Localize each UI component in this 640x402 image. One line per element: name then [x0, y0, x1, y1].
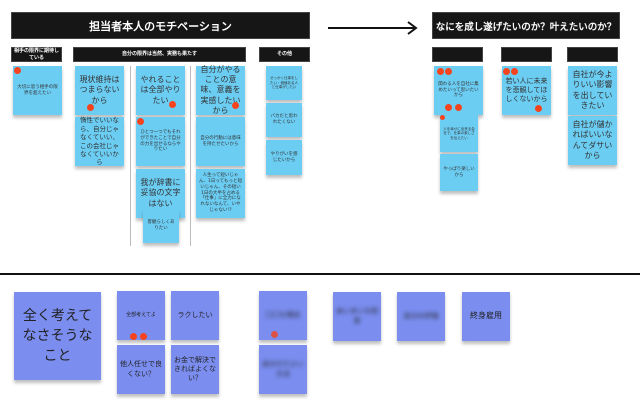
column-header: 自分の限界は当然、実務も果たす: [73, 47, 246, 62]
vote-dot: [440, 115, 445, 120]
sticky-note[interactable]: 現状維持はつまらないから: [75, 66, 124, 115]
note-text: 自分だけよい方法: [262, 360, 304, 378]
sticky-note[interactable]: せっかく仕事をしたい・価値ある人と仕事がしたい: [266, 66, 302, 100]
sticky-note[interactable]: 自社が儲かればいいなんてダサいから: [568, 116, 617, 165]
sticky-note[interactable]: やりがいを感じたいから: [266, 140, 302, 175]
sticky-note[interactable]: 人生って短いじゃん、1日ってもっと短いじゃん、その短い1日の大半を占める「仕事」…: [196, 169, 245, 218]
note-text: 〇〇な場合: [265, 310, 301, 319]
vote-dot: [232, 102, 239, 109]
vote-dot: [169, 101, 176, 108]
sticky-note-blurred[interactable]: 〇〇な場合: [259, 291, 307, 340]
sticky-note[interactable]: 惰性でいいなら、自分じゃなくていい、この会社じゃなくていいから: [75, 116, 124, 166]
vote-dot: [14, 67, 21, 74]
vote-dot: [535, 105, 542, 112]
arrow-right-icon: [328, 21, 418, 35]
sticky-note[interactable]: ひとつ一つでもそれができたことで自分の力を出せるならやりたい: [136, 117, 185, 166]
column-header-empty: [501, 47, 552, 62]
column-divider: [190, 66, 191, 246]
section-title-motivation: 担当者本人のモチベーション: [11, 12, 310, 39]
column-divider: [130, 66, 131, 246]
vote-dot: [445, 104, 452, 111]
column-header: 相手の限界に期待している: [11, 47, 62, 62]
note-text: 自分の評価: [403, 311, 439, 320]
sticky-note[interactable]: 大切に思う相手の限界を超えたい: [13, 66, 62, 115]
vote-dot: [455, 104, 462, 111]
vote-dot: [437, 68, 444, 75]
sticky-note[interactable]: 自分の行動には意味を持たせたいから: [196, 117, 245, 166]
sticky-note-blurred[interactable]: あいまいな回答: [333, 292, 381, 341]
vote-dot: [137, 118, 144, 125]
sticky-note[interactable]: 自分がやることの意味、意義を実感したいから: [196, 65, 245, 115]
sticky-note-blurred[interactable]: 自分だけよい方法: [259, 345, 307, 394]
sticky-note[interactable]: 自社が今よりいい影響を出していきたい: [568, 66, 617, 115]
section-divider: [0, 273, 640, 275]
sticky-note[interactable]: ラクしたい: [171, 291, 219, 340]
sticky-note[interactable]: 客観らしくありたい: [143, 209, 179, 243]
sticky-note[interactable]: 人を幸せに出来る会社で、仕事の楽しさを伝えたい: [440, 115, 478, 152]
vote-dot: [130, 333, 137, 340]
vote-dot: [140, 333, 147, 340]
sticky-note[interactable]: 若い人に未来を悲観してほしくないから: [502, 66, 551, 115]
note-text: あいまいな回答: [336, 307, 378, 325]
sticky-note[interactable]: 終身雇用: [462, 292, 510, 341]
sticky-note[interactable]: やっぱり楽しいから: [440, 154, 478, 191]
vote-dot: [503, 68, 510, 75]
vote-dot: [445, 68, 452, 75]
sticky-note[interactable]: 全部考えてよ: [117, 291, 165, 340]
vote-dot: [511, 68, 518, 75]
sticky-note-large[interactable]: 全く考えてなさそうなこと: [14, 292, 101, 380]
vote-dot: [271, 331, 278, 338]
column-header-empty: [567, 47, 618, 62]
sticky-note[interactable]: バカだと思われたくない: [266, 103, 302, 137]
section-title-goals: なにを成し遂げたいのか？叶えたいのか？: [432, 12, 620, 39]
sticky-note[interactable]: やれることは全部やりたい: [136, 66, 185, 115]
column-header: その他: [259, 47, 310, 62]
vote-dot: [87, 104, 94, 111]
column-header-empty: [432, 47, 483, 62]
sticky-note[interactable]: 他人任せで良くない？: [117, 345, 165, 394]
sticky-note-blurred[interactable]: 自分の評価: [397, 292, 445, 341]
sticky-note[interactable]: お金で解決できればよくない？: [171, 345, 219, 394]
